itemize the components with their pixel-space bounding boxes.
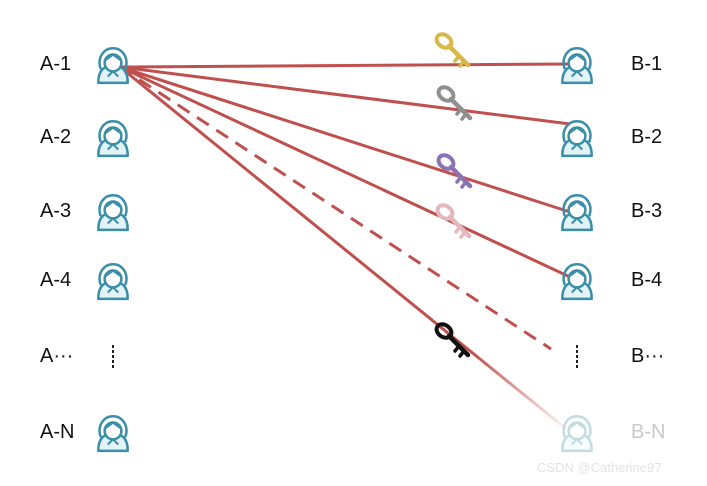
- node-label-left: A···: [40, 346, 73, 366]
- user-avatar-icon: [562, 195, 591, 230]
- connection-line-b: [120, 67, 551, 349]
- key-icon: [435, 202, 469, 237]
- user-avatar-icon: [98, 416, 127, 451]
- node-label-left: A-3: [40, 201, 71, 221]
- node-label-left: A-4: [40, 270, 71, 290]
- ellipsis-icon: [575, 345, 579, 370]
- node-label-right: B-2: [631, 127, 662, 147]
- key-icon: [436, 84, 470, 119]
- user-avatar-icon: [562, 121, 591, 156]
- node-label-left: A-1: [40, 54, 71, 74]
- node-label-right: B-N: [631, 422, 665, 442]
- connection-line-b-4: [120, 67, 570, 277]
- connection-lines: [120, 64, 570, 432]
- node-label-right: B-3: [631, 201, 662, 221]
- user-avatar-icon: [98, 195, 127, 230]
- ellipsis-icon: [111, 345, 115, 370]
- key-icon: [434, 321, 468, 356]
- connection-line-b-3: [120, 67, 570, 212]
- key-icon: [434, 31, 468, 66]
- user-avatar-icon: [562, 416, 591, 451]
- connection-line-b-n: [120, 67, 570, 432]
- user-avatar-icon: [562, 48, 591, 83]
- connection-line-b-1: [120, 64, 570, 67]
- watermark: CSDN @Catherine97: [537, 460, 661, 475]
- key-icons: [434, 31, 470, 356]
- user-avatar-icon: [98, 121, 127, 156]
- connection-line-b-2: [120, 67, 570, 124]
- node-label-right: B-4: [631, 270, 662, 290]
- user-avatar-icon: [562, 264, 591, 299]
- node-label-left: A-N: [40, 422, 74, 442]
- node-label-left: A-2: [40, 127, 71, 147]
- user-avatar-icon: [98, 264, 127, 299]
- node-label-right: B···: [631, 346, 664, 366]
- node-label-right: B-1: [631, 54, 662, 74]
